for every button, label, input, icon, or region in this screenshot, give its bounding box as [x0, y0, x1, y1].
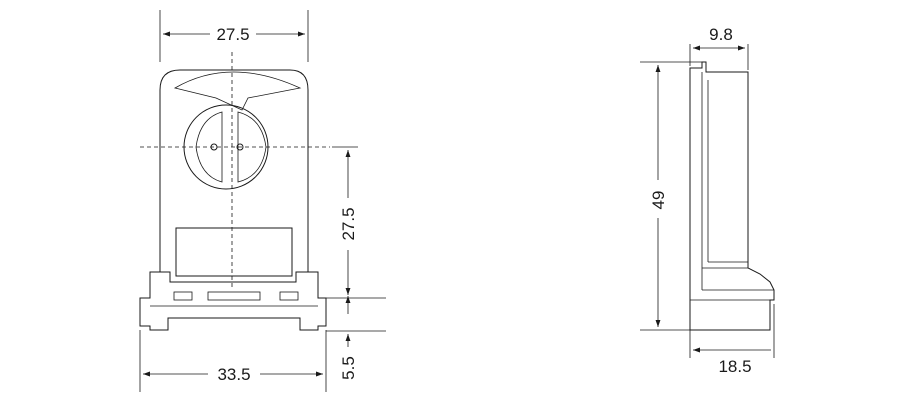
- dim-side-height: 49: [640, 61, 702, 331]
- base-clip-2: [207, 291, 261, 301]
- dim-base-width: 33.5: [139, 330, 327, 392]
- side-view: [689, 61, 775, 331]
- dim-front-height: 27.5: [326, 146, 386, 299]
- dim-side-base-depth: 18.5: [689, 304, 775, 376]
- dim-side-base-depth-label: 18.5: [718, 357, 751, 376]
- dim-base-height: 5.5: [326, 296, 386, 380]
- dim-front-width-label: 27.5: [216, 25, 249, 44]
- front-base-rail: [139, 271, 327, 331]
- dim-side-depth-label: 9.8: [709, 25, 733, 44]
- socket-right-half: [237, 111, 267, 183]
- side-foot-step: [690, 261, 774, 301]
- front-view: [139, 52, 330, 331]
- dim-front-width: 27.5: [159, 10, 309, 62]
- front-top-cap: [173, 71, 302, 111]
- dim-front-height-label: 27.5: [339, 207, 358, 240]
- dim-base-height-label: 5.5: [339, 356, 358, 380]
- dim-base-width-label: 33.5: [217, 365, 250, 384]
- dim-side-depth: 9.8: [689, 25, 749, 70]
- dim-side-height-label: 49: [649, 191, 668, 210]
- side-body-outline: [689, 61, 775, 331]
- base-clip-3: [279, 291, 299, 301]
- base-clip-1: [173, 291, 193, 301]
- front-lower-block: [175, 227, 293, 277]
- pin-right: [236, 143, 244, 151]
